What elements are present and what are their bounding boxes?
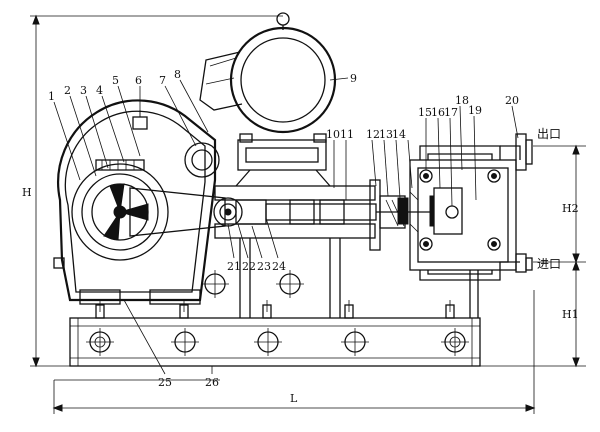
callout-2: 2 <box>64 84 71 97</box>
callout-numbers: 1 2 3 4 5 6 7 8 9 10 11 12 13 14 15 16 1… <box>48 68 519 389</box>
dimension-l-label: L <box>290 392 298 405</box>
plunger-rod <box>369 179 430 251</box>
dimension-h <box>30 14 283 368</box>
callout-6: 6 <box>135 74 142 87</box>
inlet-label: 进口 <box>537 257 561 271</box>
connecting-rod <box>129 187 243 237</box>
callout-20: 20 <box>505 94 519 107</box>
callout-23: 23 <box>257 260 271 273</box>
callout-15: 15 <box>418 106 432 119</box>
callout-8: 8 <box>174 68 181 81</box>
callout-5: 5 <box>112 74 119 87</box>
callout-9: 9 <box>350 72 357 85</box>
dimension-l <box>52 290 536 414</box>
dimension-h2-label: H2 <box>562 202 579 215</box>
base-plate <box>69 300 481 367</box>
callout-11: 11 <box>340 128 354 141</box>
callout-18: 18 <box>455 94 469 107</box>
callout-21: 21 <box>227 260 241 273</box>
callout-17: 17 <box>444 106 458 119</box>
callout-12: 12 <box>366 128 380 141</box>
callout-25: 25 <box>158 376 172 389</box>
pinion <box>184 142 220 178</box>
callout-7: 7 <box>159 74 166 87</box>
callout-16: 16 <box>431 106 445 119</box>
dimension-h2-h1 <box>480 144 586 368</box>
dimension-h-label: H <box>22 186 32 199</box>
crosshead-guide <box>201 185 377 318</box>
pump-head <box>409 133 533 318</box>
callout-10: 10 <box>326 128 340 141</box>
callout-22: 22 <box>242 260 256 273</box>
outlet-label: 出口 <box>537 127 561 141</box>
callout-1: 1 <box>48 90 55 103</box>
leader-lines <box>53 77 519 375</box>
callout-3: 3 <box>80 84 87 97</box>
motor <box>199 12 337 187</box>
callout-13: 13 <box>379 128 393 141</box>
gearbox-housing <box>53 99 217 305</box>
callout-4: 4 <box>96 84 103 97</box>
callout-24: 24 <box>272 260 286 273</box>
dimension-h1-label: H1 <box>562 308 579 321</box>
callout-14: 14 <box>392 128 406 141</box>
callout-19: 19 <box>468 104 482 117</box>
callout-26: 26 <box>205 376 219 389</box>
